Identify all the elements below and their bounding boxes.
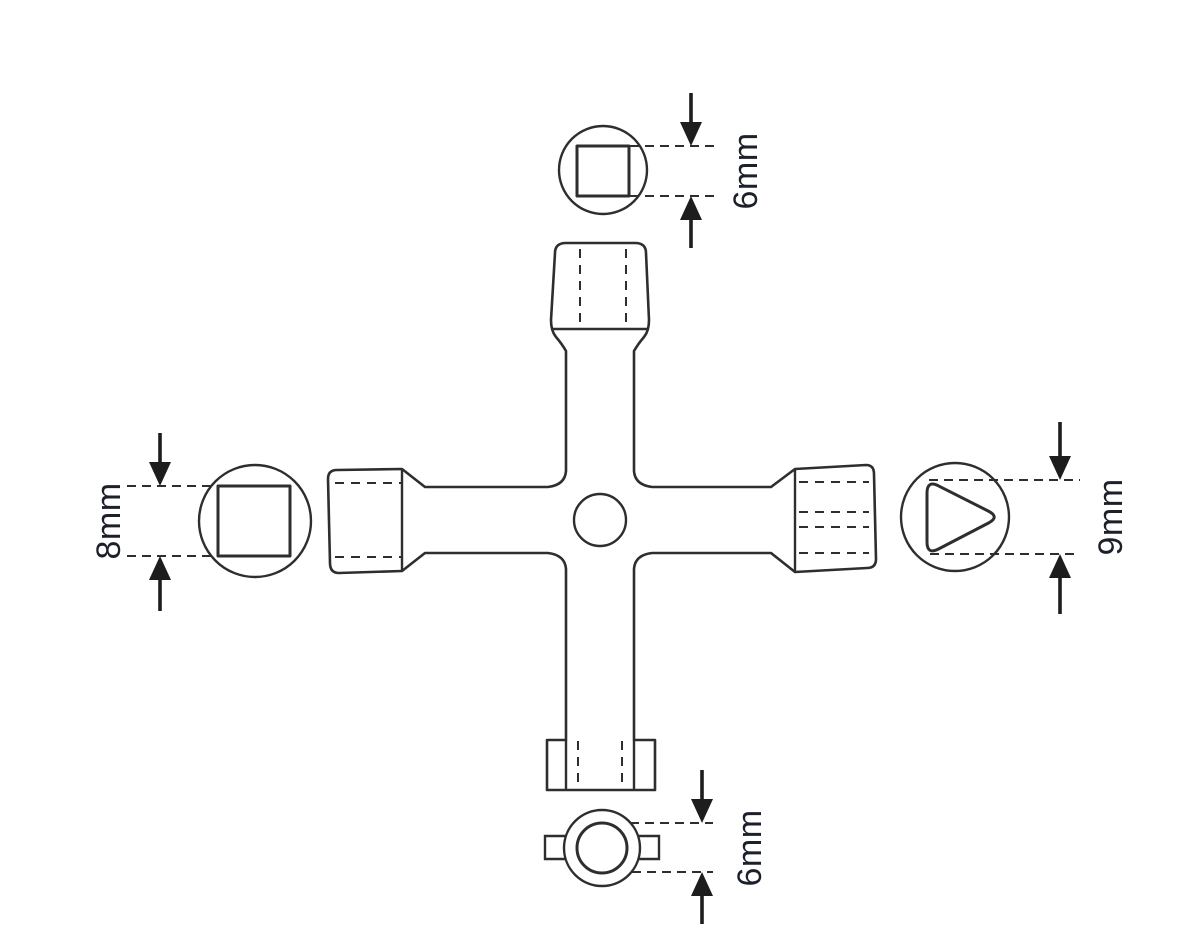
- top-socket-circle: [557, 124, 649, 216]
- bottom-dimension-label: 6mm: [731, 809, 769, 886]
- bottom-arrow-up-head: [691, 872, 713, 896]
- top-dimension-label: 6mm: [727, 132, 765, 209]
- top-head-hidden-edges: [579, 249, 627, 329]
- bottom-socket-left-lug: [543, 834, 566, 861]
- top-socket-square: [575, 144, 631, 198]
- bottom-shaft-edge-lines: [564, 740, 636, 790]
- right-arrow-up-head: [1049, 554, 1071, 578]
- right-dimension-label: 9mm: [1092, 478, 1130, 555]
- bottom-socket-outer-circle: [562, 808, 642, 888]
- bottom-arrow-down-head: [691, 799, 713, 823]
- right-head-hidden-edges: [799, 481, 869, 554]
- center-hole: [572, 492, 628, 548]
- left-socket-circle: [197, 463, 313, 579]
- left-dimension-label: 8mm: [90, 482, 128, 559]
- left-arrow-up-head: [149, 556, 171, 580]
- bottom-dimension-dashes: [630, 822, 713, 873]
- right-socket-triangle: [925, 482, 996, 553]
- top-arrow-down-head: [680, 122, 702, 146]
- left-socket-square: [216, 484, 292, 558]
- left-arrow-down-head: [149, 462, 171, 486]
- bottom-end-hidden-edges: [577, 741, 623, 790]
- left-dimension-dashes: [127, 485, 218, 557]
- cross-key-body: [326, 241, 878, 792]
- bottom-socket-inner-circle: [575, 821, 629, 875]
- right-arrow-down-head: [1049, 456, 1071, 480]
- left-socket-detail: 8mm: [90, 433, 313, 611]
- right-dimension-dashes: [929, 479, 1080, 555]
- top-socket-detail: 6mm: [557, 93, 765, 248]
- bottom-socket-detail: 6mm: [543, 770, 769, 924]
- top-arrow-up-head: [680, 196, 702, 220]
- right-socket-detail: 9mm: [899, 422, 1130, 614]
- left-head-hidden-edges: [335, 482, 402, 558]
- bottom-socket-right-lug: [638, 834, 661, 861]
